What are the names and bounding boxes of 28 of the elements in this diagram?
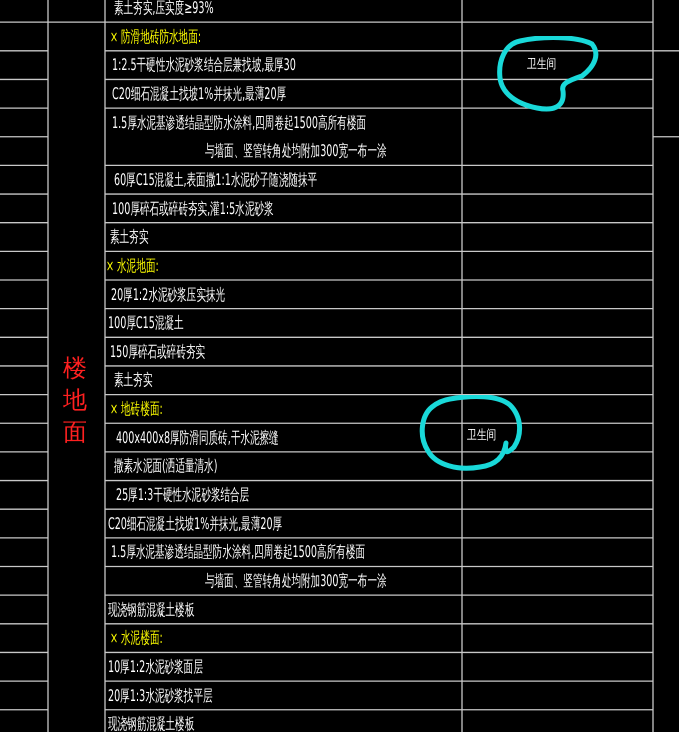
layer-text: 素土夯实	[114, 371, 152, 390]
category-label: 楼地面	[62, 353, 88, 448]
layer-text: 与墙面、竖管转角处均附加300宽一布一涂	[205, 142, 387, 160]
layer-text: C20细石混凝土找坡1%并抹光,最薄20厚	[108, 514, 282, 533]
layer-text: 1.5厚水泥基渗透结晶型防水涂料,四周卷起1500高所有楼面	[112, 114, 366, 132]
layer-text: 1:2.5干硬性水泥砂浆结合层兼找坡,最厚30	[112, 56, 296, 74]
layer-text: 现浇钢筋混凝土楼板	[108, 715, 194, 732]
layer-text: 20厚1:2水泥砂浆压实抹光	[111, 286, 226, 304]
layer-text: 150厚碎石或碎砖夯实	[110, 342, 206, 361]
layer-text: 60厚C15混凝土,表面撒1:1水泥砂子随浇随抹平	[114, 170, 318, 189]
section-heading: × 地砖楼面:	[110, 400, 163, 418]
layer-text: 100厚C15混凝土	[108, 314, 184, 332]
layer-text: 20厚1:3水泥砂浆找平层	[108, 686, 212, 705]
layer-text: C20细石混凝土找坡1%并抹光,最薄20厚	[112, 84, 286, 103]
layer-text: 撒素水泥面(洒适量清水)	[114, 457, 218, 476]
layer-text: 素土夯实	[110, 228, 148, 246]
section-heading: × 防滑地砖防水地面:	[110, 28, 202, 46]
layer-text: 与墙面、竖管转角处均附加300宽一布一涂	[205, 572, 387, 590]
room-label: 卫生间	[467, 428, 496, 443]
layer-text: 现浇钢筋混凝土楼板	[108, 600, 194, 619]
layer-text: 10厚1:2水泥砂浆面层	[108, 658, 203, 676]
layer-text: 400x400x8厚防滑同质砖,干水泥擦缝	[116, 428, 279, 447]
section-heading: × 水泥地面:	[106, 256, 159, 275]
room-label: 卫生间	[527, 57, 556, 72]
layer-text: 25厚1:3干硬性水泥砂浆结合层	[116, 486, 250, 504]
layer-text: 100厚碎石或碎砖夯实,灌1:5水泥砂浆	[112, 200, 274, 218]
layer-text: 1.5厚水泥基渗透结晶型防水涂料,四周卷起1500高所有楼面	[111, 543, 365, 562]
section-heading: × 水泥楼面:	[110, 629, 163, 648]
